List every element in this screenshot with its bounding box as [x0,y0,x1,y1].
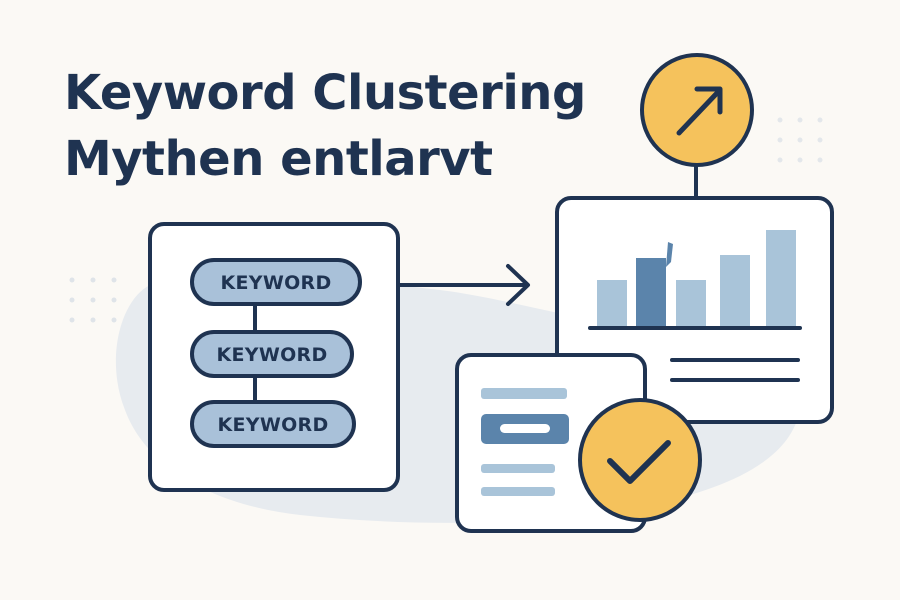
keyword-label: KEYWORD [216,344,327,366]
keyword-label: KEYWORD [217,414,328,436]
chart-bar [720,255,750,328]
keyword-pill: KEYWORD [190,258,362,306]
checkmark-icon [578,398,702,522]
keyword-label: KEYWORD [220,272,331,294]
title-line-1: Keyword Clustering [64,65,586,121]
arrow-right-icon [398,264,530,306]
chart-mark [666,242,673,267]
decorative-dots-left [69,277,117,323]
page-title: Keyword Clustering Mythen entlarvt [64,60,586,192]
chart-bar [597,280,627,328]
chart-bar [676,280,706,328]
keyword-cluster-card: KEYWORD KEYWORD KEYWORD [148,222,400,492]
keyword-pill: KEYWORD [190,330,354,378]
highlight-bar [500,424,550,433]
text-line [481,464,555,473]
keyword-pill: KEYWORD [190,400,356,448]
chart-bar [636,258,666,328]
title-line-2: Mythen entlarvt [64,131,493,187]
arrow-up-right-icon [640,53,754,167]
chart-bar [766,230,796,328]
decorative-dots-right [777,117,823,163]
text-line [481,388,567,399]
text-line [481,487,555,496]
